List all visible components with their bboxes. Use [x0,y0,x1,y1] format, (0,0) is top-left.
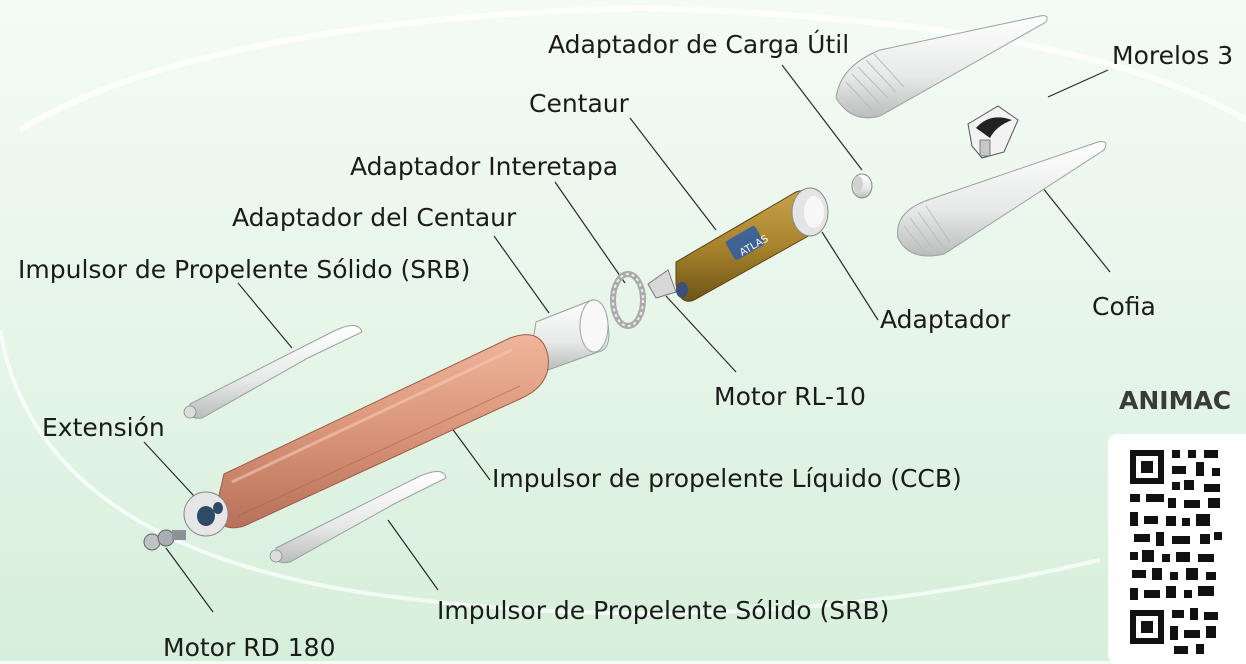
centaur-adapter [531,299,610,371]
background-arc [18,4,1246,133]
leader-lines [143,64,1111,613]
leader-payload-adapter [781,64,863,171]
label-adapter: Adaptador [880,305,1011,334]
label-rl-10: Motor RL-10 [714,382,866,411]
label-centaur: Centaur [529,89,629,118]
leader-centaur-adapter [493,235,550,314]
srb-bottom [269,471,447,564]
ccb-booster [215,334,549,529]
booster-extension [183,491,229,537]
leader-centaur [629,117,717,231]
label-rd-180: Motor RD 180 [163,633,336,662]
label-morelos-3: Morelos 3 [1112,41,1234,70]
label-centaur-adapter: Adaptador del Centaur [232,203,517,232]
leader-rl10 [665,295,737,373]
animation-qr-code[interactable] [1108,434,1246,664]
leader-extension [143,441,195,497]
animation-heading: ANIMAC [1119,386,1232,415]
label-payload-adapter: Adaptador de Carga Útil [548,30,850,59]
interstage-adapter [610,271,646,329]
morelos-3-satellite [967,105,1019,159]
leader-rd180 [165,547,214,613]
label-interstage-adapter: Adaptador Interetapa [350,152,619,181]
leader-interstage [554,181,626,284]
label-ccb: Impulsor de propelente Líquido (CCB) [492,464,962,493]
label-fairing: Cofia [1092,292,1156,321]
label-srb-top: Impulsor de Propelente Sólido (SRB) [18,255,471,284]
rl-10-engine [647,269,688,299]
rd-180-engine [143,529,186,551]
leader-adapter [821,231,879,321]
centaur-stage: ATLAS [675,187,829,302]
label-extension: Extensión [42,413,165,442]
srb-top [183,325,363,419]
label-srb-bottom: Impulsor de Propelente Sólido (SRB) [437,596,890,625]
fairing-upper [835,15,1048,119]
leader-morelos [1047,69,1109,98]
payload-adapter-ring [851,173,873,199]
leader-srb-bottom [387,519,439,591]
fairing-lower [897,141,1107,257]
qr-code-icon [1108,434,1246,664]
background-arc-lower [0,329,1101,616]
leader-fairing [1037,181,1111,273]
leader-srb-top [237,282,293,349]
